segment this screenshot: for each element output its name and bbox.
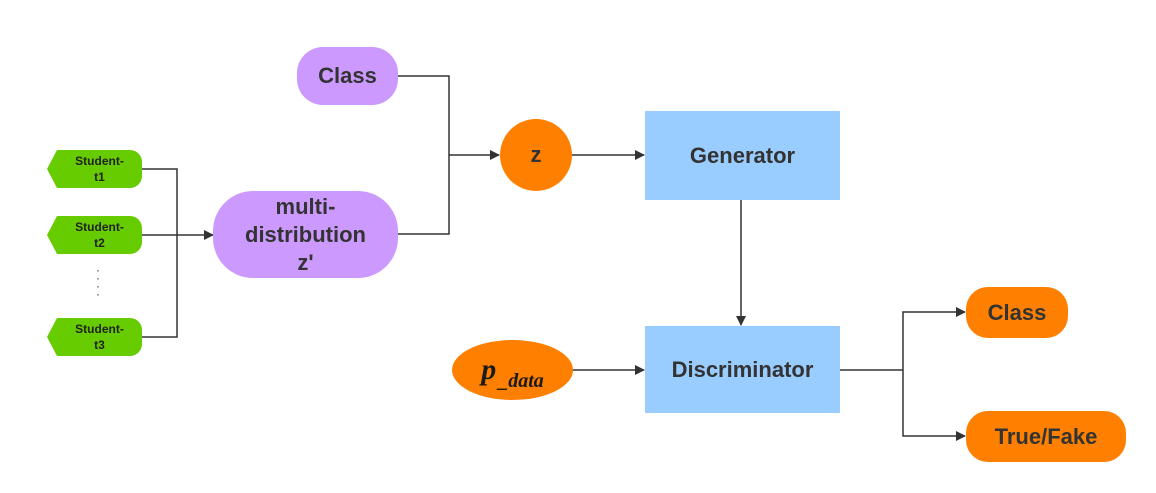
discriminator-node: Discriminator (645, 326, 840, 413)
wire-multi-to-z (398, 155, 450, 235)
wire-student3-to-multi (142, 235, 178, 338)
wire-to-class-output (902, 307, 966, 370)
wire-student1-to-multi (142, 168, 178, 235)
multi-distribution-line-2: distribution (245, 221, 366, 247)
class-output-node: Class (966, 287, 1068, 338)
student-t1-tag: Student-t1 (47, 150, 142, 188)
multi-distribution-node: multi- distribution z' (213, 191, 398, 278)
student-t3-tag: Student-t3 (47, 318, 142, 356)
generator-label: Generator (689, 142, 796, 168)
z-label: z (530, 142, 542, 167)
student-t3-label: Student-t3 (75, 322, 124, 352)
discriminator-label: Discriminator (671, 356, 814, 382)
multi-distribution-line-1: multi- (275, 193, 336, 219)
wire-class-to-z (398, 75, 450, 155)
true-fake-node: True/Fake (966, 411, 1126, 462)
tag-shape-icon (47, 150, 142, 188)
z-node: z (500, 119, 572, 191)
class-input-node: Class (297, 47, 398, 105)
p-data-label: p_data (481, 353, 544, 392)
class-input-label: Class (318, 63, 377, 88)
p-data-node: p_data (452, 340, 573, 400)
class-output-label: Class (987, 299, 1047, 325)
tag-shape-icon (47, 318, 142, 356)
generator-node: Generator (645, 111, 840, 200)
vertical-ellipsis-icon: ···· (96, 263, 100, 301)
wire-to-true-fake (902, 370, 966, 441)
tag-shape-icon (47, 216, 142, 254)
student-t2-label: Student-t2 (75, 220, 124, 250)
student-t2-tag: Student-t2 (47, 216, 142, 254)
true-fake-label: True/Fake (994, 423, 1098, 449)
student-t1-label: Student-t1 (75, 154, 124, 184)
multi-distribution-line-3: z' (297, 249, 314, 275)
